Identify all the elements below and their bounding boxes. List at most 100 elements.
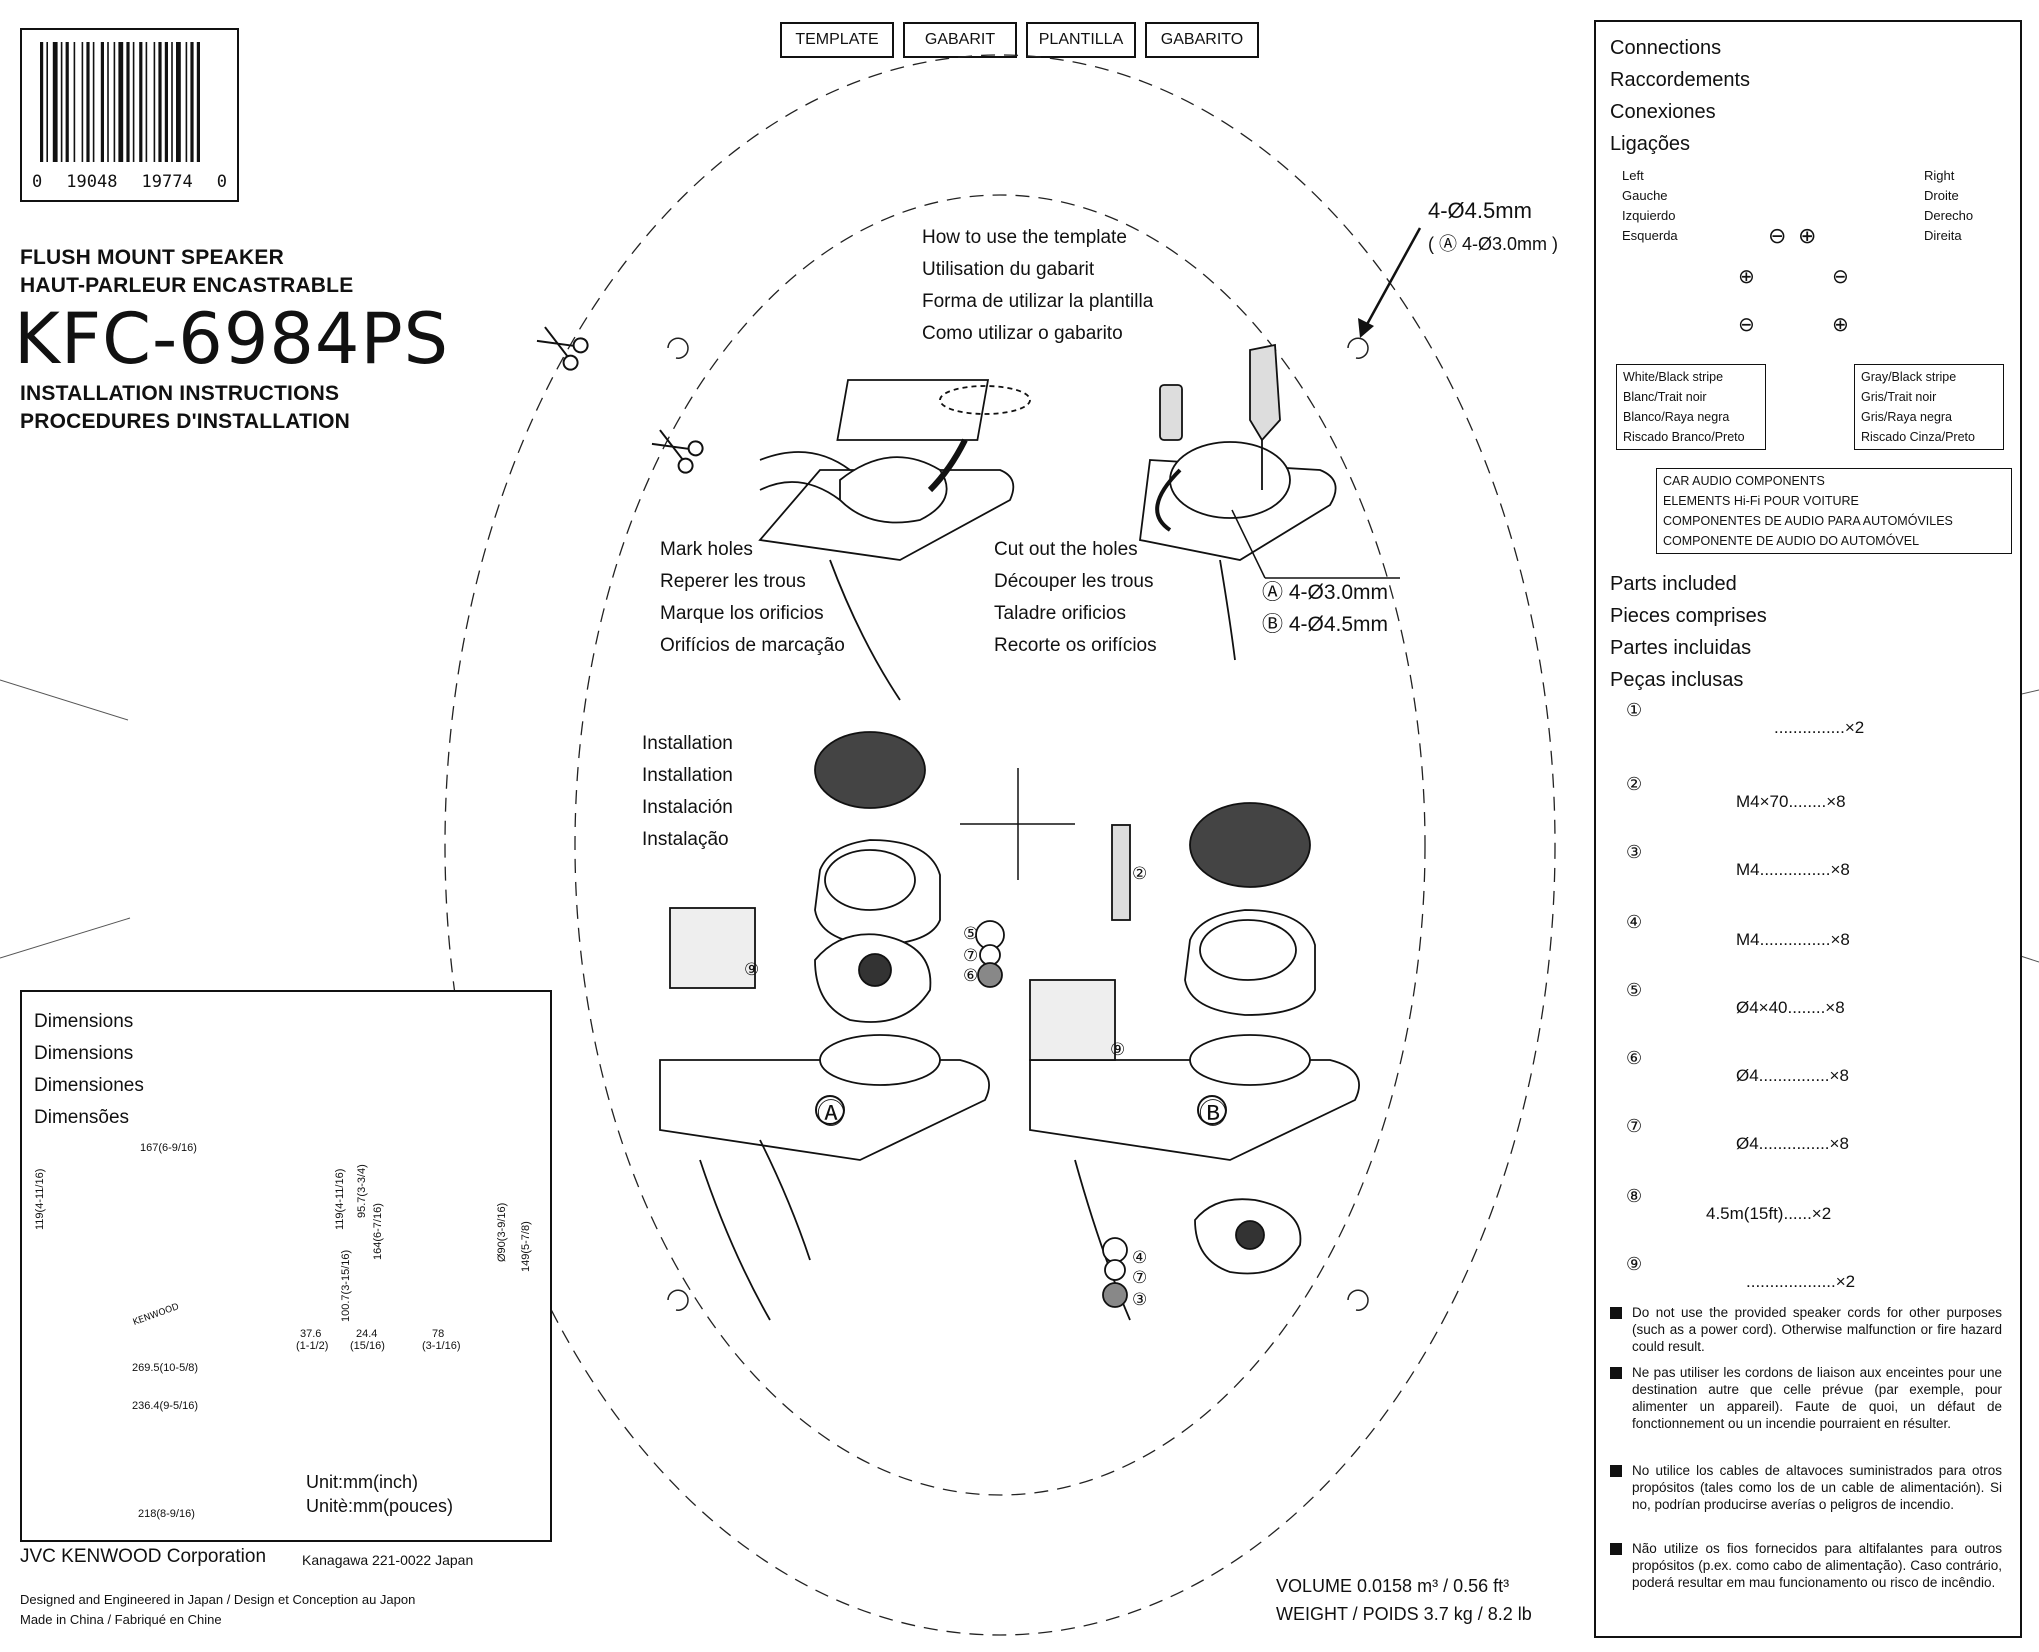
bullet-square-icon — [1610, 1367, 1622, 1379]
product-title-fr: HAUT-PARLEUR ENCASTRABLE — [20, 274, 354, 297]
part-number: ② — [1626, 774, 1643, 795]
figure-label-b: Ⓑ — [1199, 1097, 1228, 1130]
cut-holes-caption: Cut out the holes Découper les trous Tal… — [994, 534, 1157, 662]
dim-depth3: 78 — [432, 1328, 445, 1340]
part-label: 4.5m(15ft)......×2 — [1706, 1204, 1832, 1223]
dim-depth1: 37.6 — [300, 1328, 322, 1340]
car-audio-label: COMPONENTE DE AUDIO DO AUTOMÓVEL — [1663, 534, 1920, 548]
callout-b-3: ③ — [1132, 1290, 1148, 1310]
barcode-bar — [81, 42, 84, 162]
hole-mark — [1347, 1289, 1369, 1311]
weight-spec: WEIGHT / POIDS 3.7 kg / 8.2 lb — [1276, 1604, 1532, 1624]
warning-fr: Ne pas utiliser les cordons de liaison a… — [1610, 1364, 2002, 1432]
plus-icon: ⊕ — [1738, 264, 1755, 288]
wire-label: Riscado Cinza/Preto — [1861, 430, 1975, 444]
part-item: ⑧ 4.5m(15ft)......×2 — [1626, 1186, 1986, 1246]
barcode-digit-group: 19774 — [141, 172, 193, 192]
callout-b-4: ④ — [1132, 1248, 1148, 1268]
left-label: Left Gauche Izquierdo Esquerda — [1622, 166, 1678, 246]
dimensions-panel: Dimensions Dimensions Dimensiones Dimens… — [20, 990, 552, 1542]
dim-depth3b: (3-1/16) — [422, 1340, 461, 1352]
mark-holes-line: Marque los orificios — [660, 603, 824, 624]
barcode-bar — [158, 42, 162, 162]
parts-heading-line: Parts included — [1610, 573, 1737, 595]
warning-text: Do not use the provided speaker cords fo… — [1632, 1305, 2002, 1354]
part-number: ③ — [1626, 842, 1643, 863]
outer-cut-line — [444, 54, 1556, 1636]
part-label: ...................×2 — [1746, 1272, 1856, 1291]
cut-holes-line: Découper les trous — [994, 571, 1154, 592]
figure-label-a: Ⓐ — [817, 1097, 846, 1130]
connections-heading-line: Raccordements — [1610, 69, 1751, 91]
wire-label: Gris/Trait noir — [1861, 390, 1937, 404]
designed-note: Designed and Engineered in Japan / Desig… — [20, 1592, 416, 1607]
dimensions-heading: Dimensions Dimensions Dimensiones Dimens… — [34, 1006, 144, 1134]
barcode-bar — [164, 42, 168, 162]
warning-text: No utilice los cables de altavoces sumin… — [1632, 1463, 2002, 1512]
parts-heading: Parts included Pieces comprises Partes i… — [1610, 568, 1767, 696]
barcode-bar — [190, 42, 194, 162]
cut-holes-illustration — [1139, 343, 1337, 661]
barcode-bar — [118, 42, 124, 162]
installation-a-illustration — [659, 731, 1005, 1321]
dim-side-height4: 164(6-7/16) — [372, 1203, 384, 1260]
plus-icon: ⊕ — [1798, 224, 1817, 249]
hole-mark — [667, 337, 689, 359]
hole-spec-mid-a: Ⓐ 4-Ø3.0mm — [1262, 581, 1389, 604]
bullet-square-icon — [1610, 1465, 1622, 1477]
part-item: ③ M4...............×8 — [1626, 842, 1986, 902]
dimensions-heading-line: Dimensions — [34, 1043, 134, 1064]
gray-black-box: Gray/Black stripe Gris/Trait noir Gris/R… — [1854, 364, 2004, 450]
volume-spec: VOLUME 0.0158 m³ / 0.56 ft³ — [1276, 1576, 1510, 1596]
part-label: M4×70........×8 — [1736, 792, 1846, 811]
part-number: ④ — [1626, 912, 1643, 933]
barcode-bar — [113, 42, 116, 162]
dim-width1: 269.5(10-5/8) — [132, 1362, 199, 1374]
barcode-bar — [86, 42, 90, 162]
white-black-box: White/Black stripe Blanc/Trait noir Blan… — [1616, 364, 1766, 450]
callout-a-6: ⑥ — [963, 966, 979, 986]
left-label-line: Izquierdo — [1622, 208, 1676, 223]
barcode-bar — [153, 42, 156, 162]
barcode-bar — [40, 42, 44, 162]
barcode-bar — [46, 42, 48, 162]
barcode-bar — [52, 42, 58, 162]
cut-holes-line: Recorte os orifícios — [994, 635, 1157, 656]
mark-holes-line: Reperer les trous — [660, 571, 806, 592]
hole-spec-mid-b: Ⓑ 4-Ø4.5mm — [1262, 613, 1389, 636]
tab-template: TEMPLATE — [780, 22, 894, 58]
minus-icon: ⊖ — [1738, 312, 1755, 336]
installation-line: Installation — [642, 765, 733, 786]
car-audio-label: COMPONENTES DE AUDIO PARA AUTOMÓVILES — [1663, 514, 1953, 528]
model-number: KFC-6984PS — [14, 298, 450, 380]
minus-icon: ⊖ — [1832, 264, 1849, 288]
tab-plantilla: PLANTILLA — [1026, 22, 1136, 58]
part-label: Ø4...............×8 — [1736, 1066, 1849, 1085]
how-to-line: Forma de utilizar la plantilla — [922, 291, 1154, 312]
left-label-line: Left — [1622, 168, 1644, 183]
hole-spec-a-text: ( Ⓐ 4-Ø3.0mm ) — [1428, 234, 1559, 254]
car-audio-box: CAR AUDIO COMPONENTS ELEMENTS Hi-Fi POUR… — [1656, 468, 2012, 554]
wire-label: Blanco/Raya negra — [1623, 410, 1730, 424]
dim-width2: 236.4(9-5/16) — [132, 1400, 199, 1412]
installation-b-illustration — [1029, 802, 1360, 1321]
barcode-bar — [73, 42, 76, 162]
parts-heading-line: Peças inclusas — [1610, 669, 1744, 691]
hole-spec-b-text: 4-Ø4.5mm — [1428, 198, 1532, 223]
instructions-title-en: INSTALLATION INSTRUCTIONS — [20, 382, 340, 405]
dim-depth2b: (15/16) — [350, 1340, 385, 1352]
installation-line: Instalación — [642, 797, 733, 818]
barcode-bar — [176, 42, 181, 162]
inner-cut-line — [574, 194, 1426, 1496]
part-number: ⑦ — [1626, 1116, 1643, 1137]
barcode-bars — [40, 42, 200, 162]
hole-mark — [667, 1289, 689, 1311]
car-audio-label: CAR AUDIO COMPONENTS — [1663, 474, 1825, 488]
barcode-bar — [185, 42, 188, 162]
barcode-bar — [145, 42, 148, 162]
hole-mark — [1347, 337, 1369, 359]
barcode-bar — [126, 42, 130, 162]
bullet-square-icon — [1610, 1543, 1622, 1555]
barcode-bar — [196, 42, 200, 162]
part-label: M4...............×8 — [1736, 930, 1850, 949]
